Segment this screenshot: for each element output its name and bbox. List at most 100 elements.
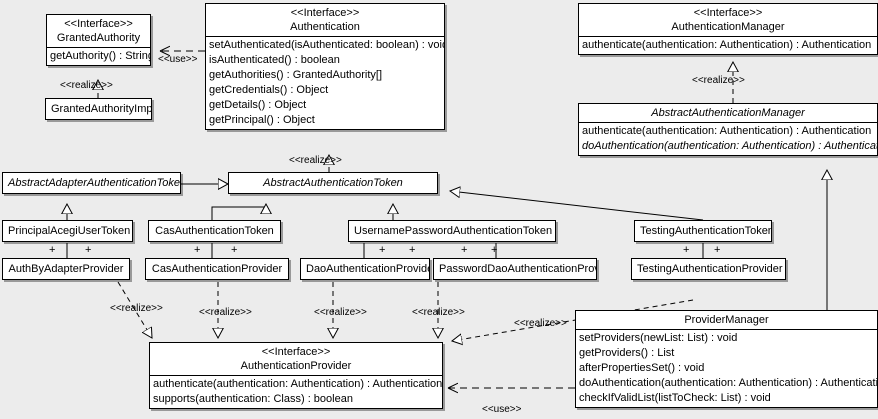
class-header: TestingAuthenticationProvider xyxy=(632,259,785,279)
class-abstract-adapter-authentication-token[interactable]: AbstractAdapterAuthenticationToken xyxy=(2,172,181,194)
class-name: DaoAuthenticationProvider xyxy=(306,263,430,275)
operation: getAuthority() : String xyxy=(50,50,151,62)
class-name: CasAuthenticationToken xyxy=(155,225,274,237)
class-name: AbstractAuthenticationManager xyxy=(651,107,805,119)
class-username-password-authentication-token[interactable]: UsernamePasswordAuthenticationToken xyxy=(348,220,556,242)
class-header: AbstractAdapterAuthenticationToken xyxy=(3,173,180,193)
relationship-label-realize-dao-authentication-provider: <<realize>> xyxy=(314,307,367,318)
association-plus-marker: + xyxy=(379,244,386,256)
operation: getAuthorities() : GrantedAuthority[] xyxy=(209,69,383,81)
class-header: PrincipalAcegiUserToken xyxy=(3,221,132,241)
class-cas-authentication-token[interactable]: CasAuthenticationToken xyxy=(148,220,281,242)
divider xyxy=(206,36,444,37)
class-authentication-manager[interactable]: <<Interface>> AuthenticationManager auth… xyxy=(578,3,878,55)
class-header: <<Interface>> Authentication xyxy=(206,4,444,36)
relationship-label-realize-cas-authentication-provider: <<realize>> xyxy=(199,307,252,318)
class-provider-manager[interactable]: ProviderManager setProviders(newList: Li… xyxy=(575,310,878,408)
class-abstract-authentication-manager[interactable]: AbstractAuthenticationManager authentica… xyxy=(578,103,878,156)
association-plus-marker: + xyxy=(409,244,416,256)
class-testing-authentication-provider[interactable]: TestingAuthenticationProvider xyxy=(631,258,786,280)
class-abstract-authentication-token[interactable]: AbstractAuthenticationToken xyxy=(228,172,438,194)
operation: doAuthentication(authentication: Authent… xyxy=(582,140,878,152)
divider xyxy=(576,329,877,330)
class-name: TestingAuthenticationProvider xyxy=(637,263,783,275)
operation: authenticate(authentication: Authenticat… xyxy=(153,378,443,390)
operations-compartment: authenticate(authentication: Authenticat… xyxy=(150,376,442,408)
class-header: AbstractAuthenticationToken xyxy=(229,173,437,193)
relationship-label-realize-password-dao-authentication-provider: <<realize>> xyxy=(412,307,465,318)
operation: supports(authentication: Class) : boolea… xyxy=(153,393,353,405)
divider xyxy=(579,122,877,123)
class-header: AuthByAdapterProvider xyxy=(3,259,129,279)
relationship-label-realize-auth-by-adapter-provider: <<realize>> xyxy=(110,303,163,314)
operations-compartment: authenticate(authentication: Authenticat… xyxy=(579,123,877,155)
class-name: ProviderManager xyxy=(684,314,769,326)
association-plus-marker: + xyxy=(85,244,92,256)
stereotype-label: <<Interface>> xyxy=(261,346,331,358)
operations-compartment: getAuthority() : String xyxy=(47,48,150,65)
stereotype-label: <<Interface>> xyxy=(64,18,133,30)
class-name: AuthByAdapterProvider xyxy=(8,263,124,275)
relationship-label-realize-abstract-authentication-token: <<realize>> xyxy=(289,155,342,166)
relationship-label-realize-testing-authentication-provider: <<realize>> xyxy=(514,318,567,329)
divider xyxy=(150,375,442,376)
operations-compartment: setProviders(newList: List) : void getPr… xyxy=(576,330,877,407)
class-name: CasAuthenticationProvider xyxy=(151,263,283,275)
class-header: CasAuthenticationProvider xyxy=(146,259,288,279)
class-name: GrantedAuthorityImpl xyxy=(51,103,152,115)
divider xyxy=(579,36,877,37)
class-name: TestingAuthenticationToken xyxy=(640,225,772,237)
class-header: AbstractAuthenticationManager xyxy=(579,104,877,122)
class-authentication-provider[interactable]: <<Interface>> AuthenticationProvider aut… xyxy=(149,342,443,409)
operation: authenticate(authentication: Authenticat… xyxy=(582,125,872,137)
operation: getProviders() : List xyxy=(579,347,675,359)
class-granted-authority[interactable]: <<Interface>> GrantedAuthority getAuthor… xyxy=(46,14,151,66)
operation: setProviders(newList: List) : void xyxy=(579,332,738,344)
class-header: <<Interface>> GrantedAuthority xyxy=(47,15,150,47)
relationship-label-use-authentication-granted-authority: <<use>> xyxy=(158,54,198,65)
operation: setAuthenticated(isAuthenticated: boolea… xyxy=(209,39,445,51)
relationship-label-realize-abstract-authentication-manager: <<realize>> xyxy=(692,75,745,86)
class-name: AbstractAdapterAuthenticationToken xyxy=(8,177,181,189)
class-auth-by-adapter-provider[interactable]: AuthByAdapterProvider xyxy=(2,258,130,280)
class-header: <<Interface>> AuthenticationManager xyxy=(579,4,877,36)
class-dao-authentication-provider[interactable]: DaoAuthenticationProvider xyxy=(300,258,430,280)
class-header: TestingAuthenticationToken xyxy=(635,221,771,241)
class-cas-authentication-provider[interactable]: CasAuthenticationProvider xyxy=(145,258,289,280)
class-name: UsernamePasswordAuthenticationToken xyxy=(354,225,553,237)
class-name: AbstractAuthenticationToken xyxy=(263,177,403,189)
operation: isAuthenticated() : boolean xyxy=(209,54,340,66)
relationship-label-realize-granted-authority-impl: <<realize>> xyxy=(60,80,113,91)
operation: checkIfValidList(listToCheck: List) : vo… xyxy=(579,392,771,404)
class-name: AuthenticationProvider xyxy=(240,360,352,372)
class-header: CasAuthenticationToken xyxy=(149,221,280,241)
class-password-dao-authentication-provider[interactable]: PasswordDaoAuthenticationProvider xyxy=(433,258,597,280)
operation: authenticate(authentication: Authenticat… xyxy=(582,39,872,51)
operations-compartment: setAuthenticated(isAuthenticated: boolea… xyxy=(206,37,444,129)
class-testing-authentication-token[interactable]: TestingAuthenticationToken xyxy=(634,220,772,242)
operations-compartment: authenticate(authentication: Authenticat… xyxy=(579,37,877,54)
class-principal-acegi-user-token[interactable]: PrincipalAcegiUserToken xyxy=(2,220,133,242)
class-authentication[interactable]: <<Interface>> Authentication setAuthenti… xyxy=(205,3,445,130)
relationship-label-use-provider-manager: <<use>> xyxy=(482,404,522,415)
class-header: <<Interface>> AuthenticationProvider xyxy=(150,343,442,375)
operation: doAuthentication(authentication: Authent… xyxy=(579,377,878,389)
class-header: GrantedAuthorityImpl xyxy=(46,99,151,119)
class-header: ProviderManager xyxy=(576,311,877,329)
association-plus-marker: + xyxy=(461,244,468,256)
class-granted-authority-impl[interactable]: GrantedAuthorityImpl xyxy=(45,98,152,120)
divider xyxy=(47,47,150,48)
class-name: AuthenticationManager xyxy=(671,21,785,33)
association-plus-marker: + xyxy=(683,244,690,256)
association-plus-marker: + xyxy=(491,244,498,256)
class-name: Authentication xyxy=(290,21,360,33)
class-name: GrantedAuthority xyxy=(56,32,141,44)
stereotype-label: <<Interface>> xyxy=(290,7,360,19)
operation: afterPropertiesSet() : void xyxy=(579,362,705,374)
class-name: PasswordDaoAuthenticationProvider xyxy=(439,263,596,275)
association-plus-marker: + xyxy=(714,244,721,256)
class-header: PasswordDaoAuthenticationProvider xyxy=(434,259,596,279)
association-plus-marker: + xyxy=(231,244,238,256)
operation: getDetails() : Object xyxy=(209,99,307,111)
